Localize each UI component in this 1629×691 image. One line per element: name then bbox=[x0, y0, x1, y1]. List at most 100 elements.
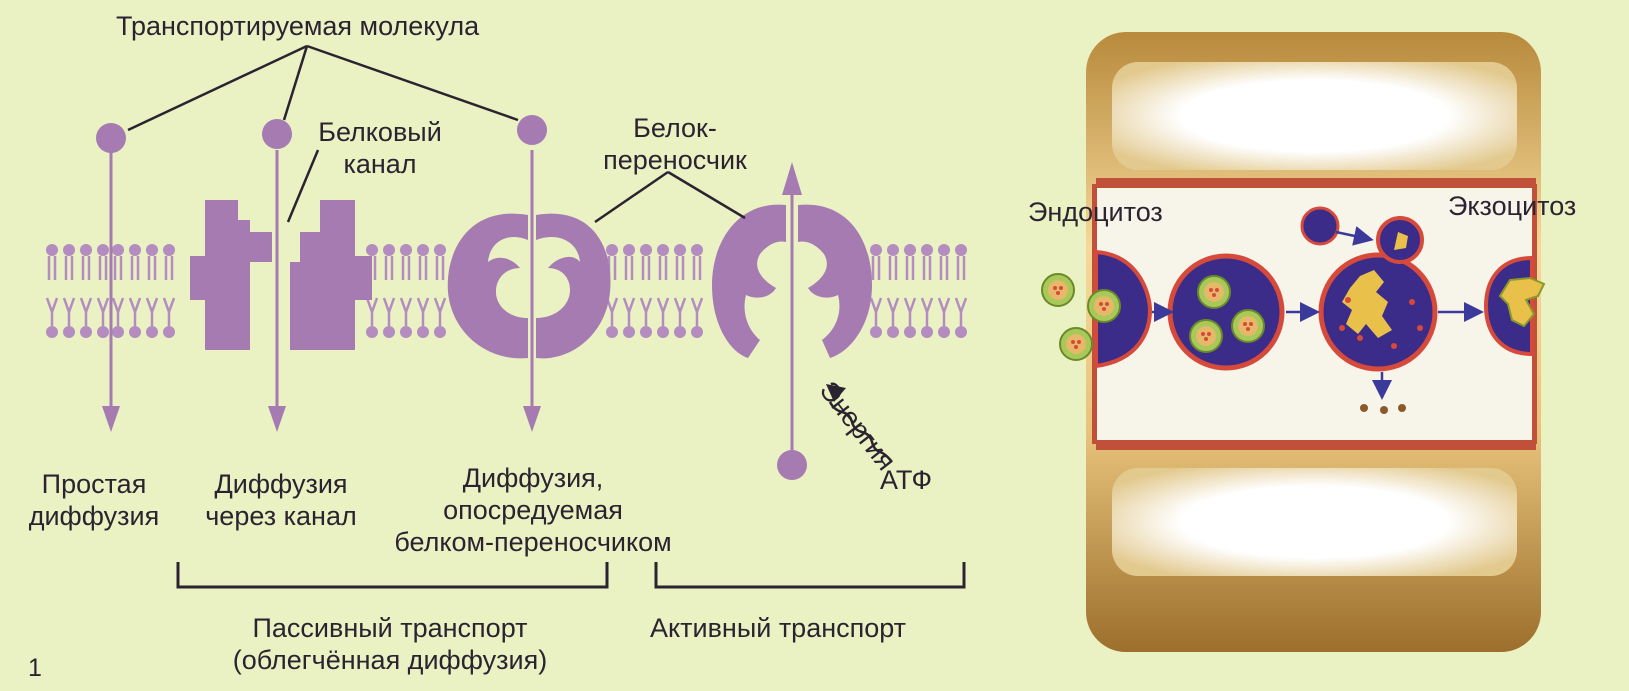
cargo-core bbox=[1094, 296, 1114, 316]
lipid-head bbox=[870, 326, 882, 338]
label-channel-diffusion-line2: через канал bbox=[186, 500, 376, 532]
lipid-head bbox=[80, 326, 92, 338]
label-carrier-diffusion-line2: опосредуемая bbox=[378, 494, 688, 526]
lipid-head bbox=[434, 326, 446, 338]
label-active-transport: Активный транспорт bbox=[650, 612, 906, 644]
lipid-tail bbox=[113, 298, 123, 326]
cell-panel bbox=[1086, 32, 1541, 652]
cargo-core bbox=[1048, 280, 1068, 300]
label-endocytosis: Эндоцитоз bbox=[1028, 196, 1163, 228]
lipid-tail bbox=[47, 298, 57, 326]
cargo-dot bbox=[1105, 302, 1109, 306]
lipid-tail bbox=[890, 256, 896, 280]
lipid-tail bbox=[166, 256, 172, 280]
lipid-head bbox=[112, 326, 124, 338]
lipid-tail bbox=[384, 298, 394, 326]
label-simple-diffusion-line2: диффузия bbox=[14, 500, 174, 532]
lipid-head bbox=[112, 244, 124, 256]
label-carrier-diffusion: Диффузия, опосредуемая белком-переносчик… bbox=[378, 462, 688, 558]
label-exocytosis: Экзоцитоз bbox=[1448, 190, 1576, 222]
cargo-dot bbox=[1056, 291, 1060, 295]
lipid-head bbox=[938, 326, 950, 338]
lipid-tail bbox=[624, 298, 634, 326]
lipid-tail bbox=[643, 256, 649, 280]
membrane-top bbox=[1096, 178, 1536, 188]
cargo-dot bbox=[1102, 307, 1106, 311]
lipid-tail bbox=[675, 298, 685, 326]
membrane-bottom bbox=[1096, 440, 1536, 450]
label-transported-molecule: Транспортируемая молекула bbox=[116, 10, 479, 42]
lipid-tail bbox=[873, 256, 879, 280]
cargo-dot bbox=[1074, 345, 1078, 349]
lipid-tail bbox=[367, 298, 377, 326]
lipid-head bbox=[97, 244, 109, 256]
label-carrier-protein-line1: Белок- bbox=[590, 112, 760, 144]
lipid-head bbox=[383, 326, 395, 338]
cargo-dot bbox=[1201, 332, 1205, 336]
lipid-head bbox=[623, 326, 635, 338]
lipid-tail bbox=[149, 256, 155, 280]
lipid-tail bbox=[147, 298, 157, 326]
label-simple-diffusion: Простая диффузия bbox=[14, 468, 174, 532]
lipid-tail bbox=[64, 298, 74, 326]
lipid-head bbox=[674, 244, 686, 256]
cell-wall-top-inner bbox=[1112, 62, 1517, 170]
passive-bracket bbox=[178, 562, 607, 587]
lipid-tail bbox=[83, 256, 89, 280]
molecule-simple bbox=[96, 123, 126, 153]
lipid-tail bbox=[871, 298, 881, 326]
active-transport-arrowhead bbox=[782, 162, 802, 195]
channel-right-half bbox=[290, 200, 372, 350]
channel-left-half bbox=[190, 200, 272, 350]
lipid-tail bbox=[941, 256, 947, 280]
lipid-head bbox=[46, 244, 58, 256]
label-carrier-diffusion-line1: Диффузия, bbox=[378, 462, 688, 494]
cargo-dot bbox=[1212, 293, 1216, 297]
cargo-dot bbox=[1215, 288, 1219, 292]
lipid-tail bbox=[132, 256, 138, 280]
lipid-head bbox=[383, 244, 395, 256]
lipid-head bbox=[417, 244, 429, 256]
lipid-head bbox=[623, 244, 635, 256]
lipid-tail bbox=[905, 298, 915, 326]
cargo-core bbox=[1066, 334, 1086, 354]
lipid-head bbox=[163, 244, 175, 256]
lipid-tail bbox=[922, 298, 932, 326]
label-carrier-protein-line2: переносчик bbox=[590, 144, 760, 176]
lipid-head bbox=[921, 326, 933, 338]
active-bracket bbox=[656, 562, 964, 587]
molecule-channel bbox=[262, 119, 292, 149]
label-channel-diffusion-line1: Диффузия bbox=[186, 468, 376, 500]
cargo-core bbox=[1204, 282, 1224, 302]
lipid-head bbox=[887, 244, 899, 256]
label-channel-diffusion: Диффузия через канал bbox=[186, 468, 376, 532]
cargo-dot bbox=[1246, 327, 1250, 331]
lipid-head bbox=[366, 326, 378, 338]
lipid-tail bbox=[130, 298, 140, 326]
lipid-tail bbox=[956, 298, 966, 326]
lipid-head bbox=[887, 326, 899, 338]
label-passive-transport: Пассивный транспорт (облегчённая диффузи… bbox=[200, 612, 580, 676]
lipid-tail bbox=[958, 256, 964, 280]
lipid-head bbox=[417, 326, 429, 338]
lipid-head bbox=[938, 244, 950, 256]
carrier-diffusion-arrowhead bbox=[523, 406, 541, 432]
lipid-head bbox=[146, 326, 158, 338]
lipid-head bbox=[691, 326, 703, 338]
lipid-head bbox=[606, 244, 618, 256]
lipid-tail bbox=[164, 298, 174, 326]
lipid-tail bbox=[401, 298, 411, 326]
endocytic-vesicle bbox=[1170, 256, 1282, 368]
lipid-tail bbox=[437, 256, 443, 280]
label-passive-line1: Пассивный транспорт bbox=[200, 612, 580, 644]
cargo-dot bbox=[1077, 340, 1081, 344]
cargo-dot bbox=[1207, 332, 1211, 336]
lipid-tail bbox=[888, 298, 898, 326]
lipid-head bbox=[129, 326, 141, 338]
lipid-tail bbox=[607, 298, 617, 326]
label-protein-channel-line1: Белковый bbox=[300, 116, 460, 148]
cargo-dot bbox=[1053, 286, 1057, 290]
endocytosis-site bbox=[1042, 252, 1150, 366]
lipid-tail bbox=[115, 256, 121, 280]
